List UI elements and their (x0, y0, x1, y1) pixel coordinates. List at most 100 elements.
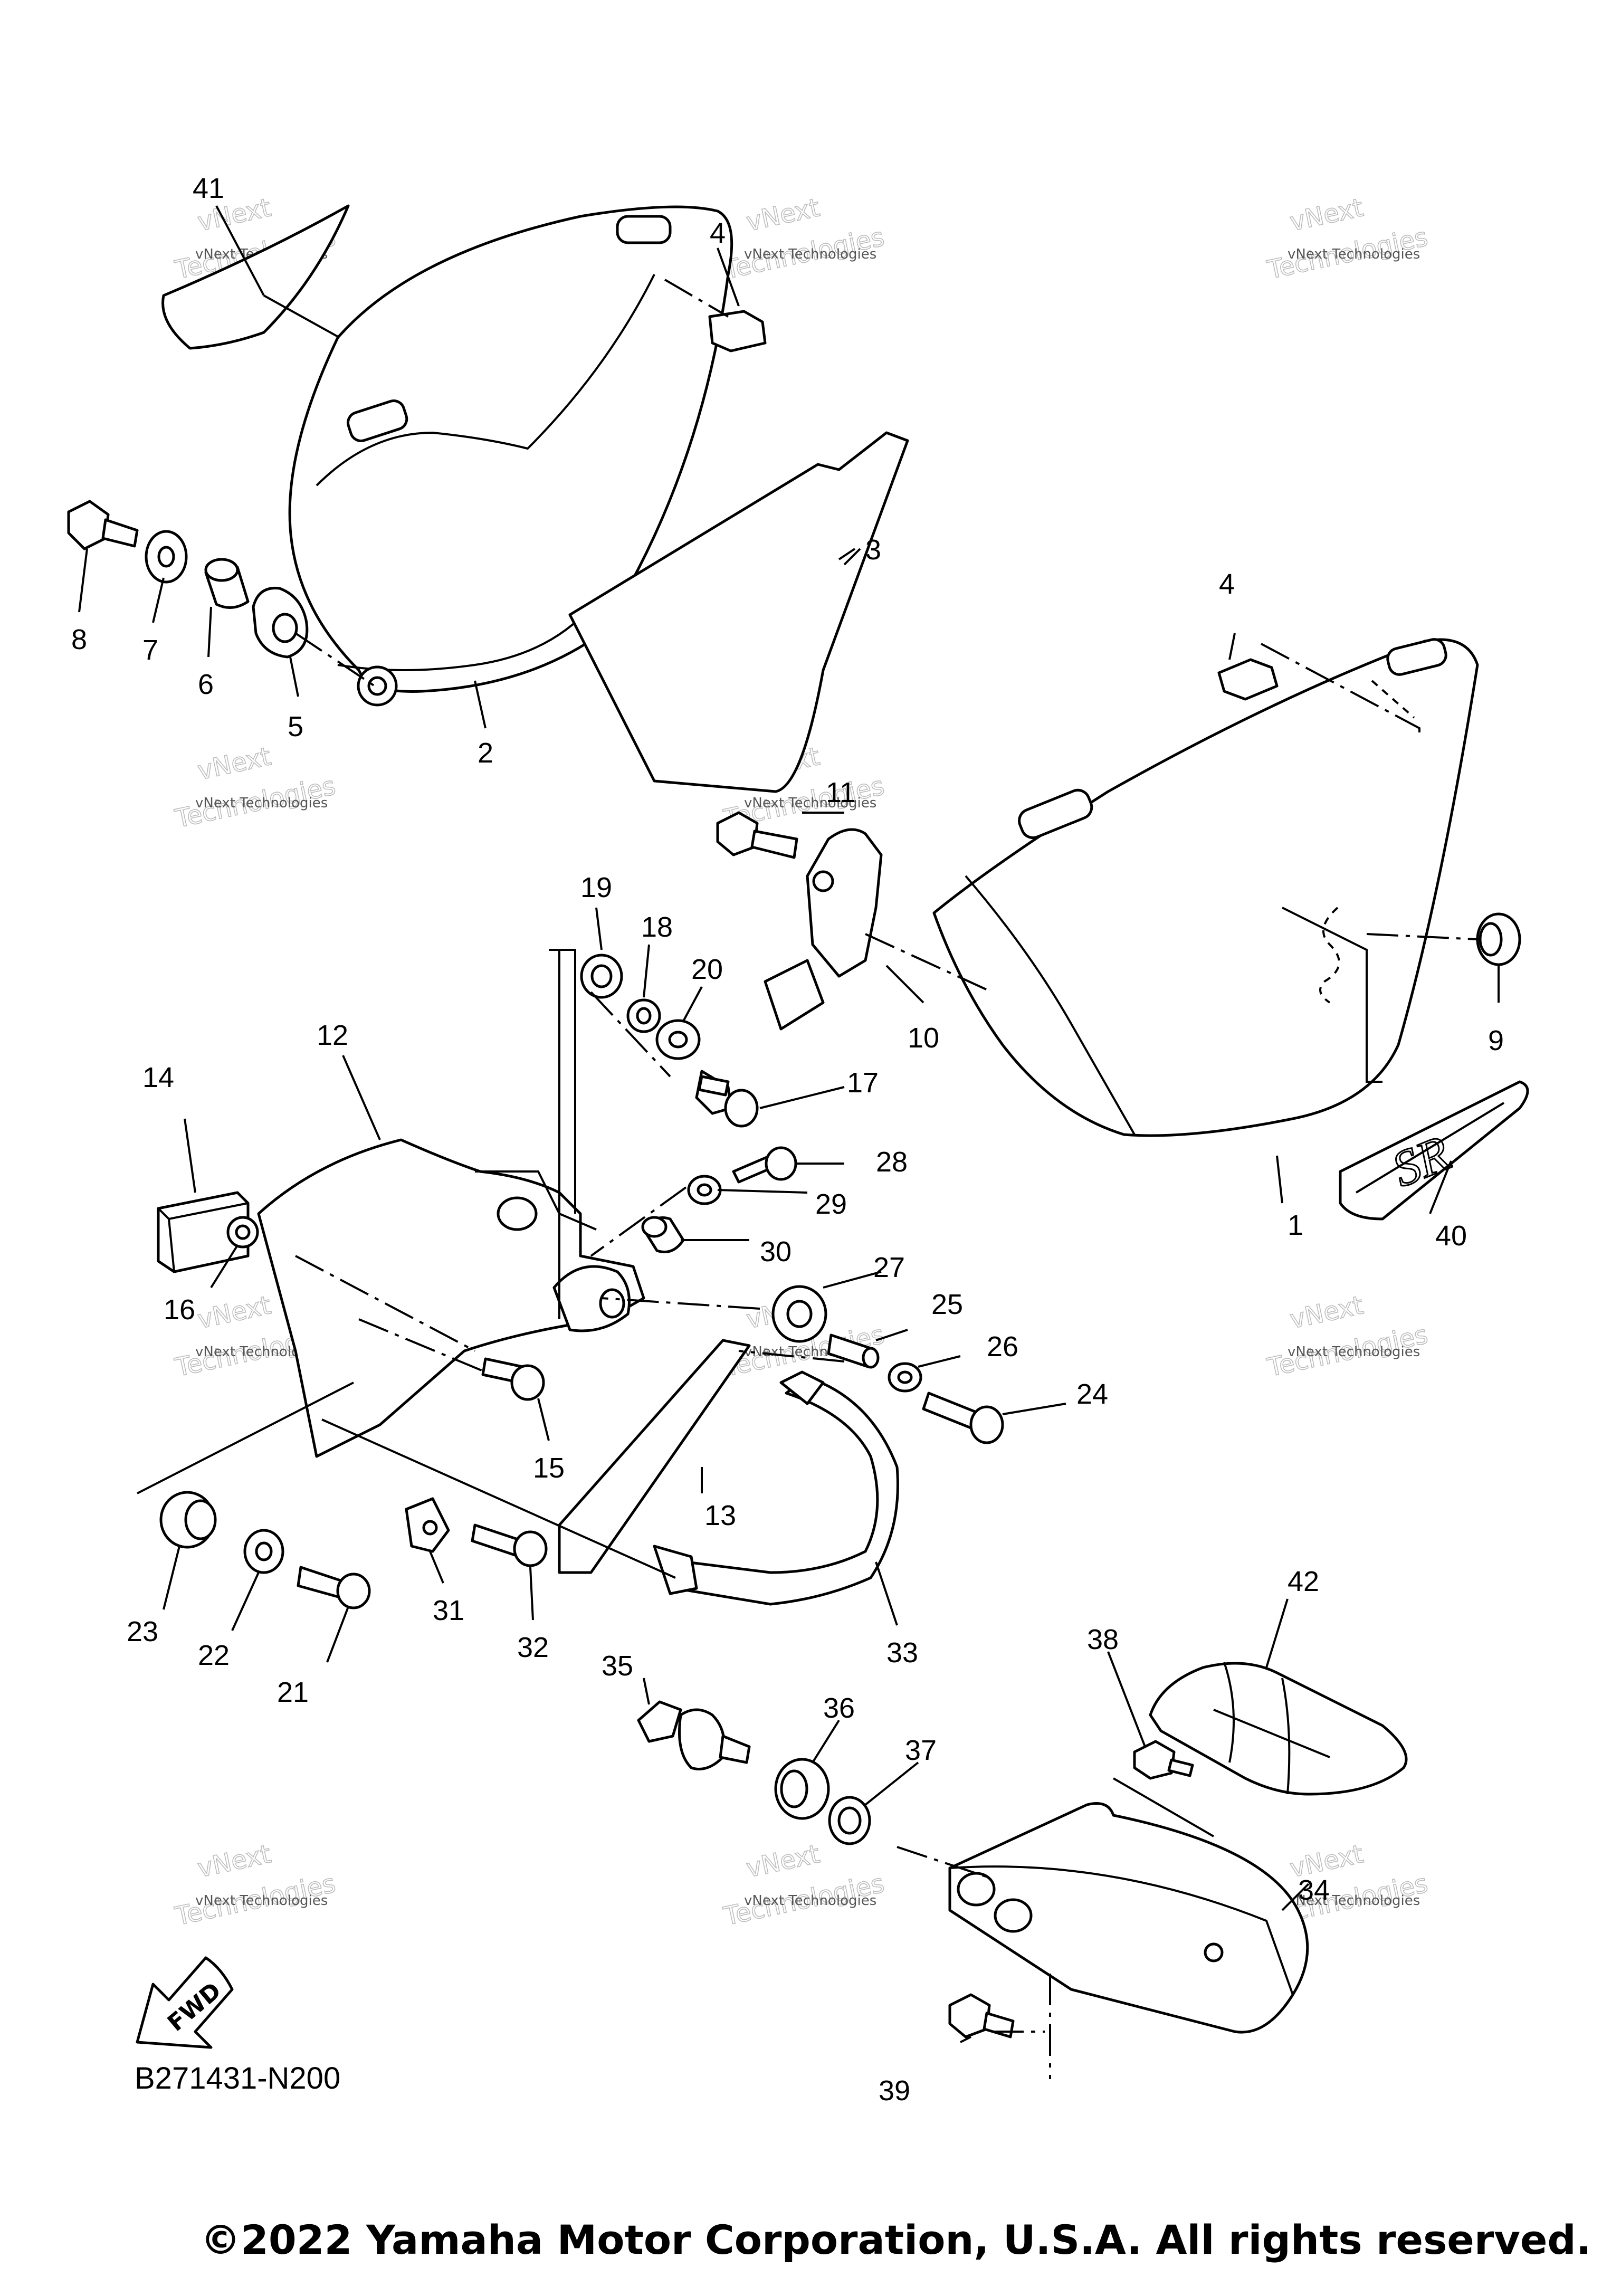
part-33-band[interactable] (653, 1370, 899, 1606)
part-22-washer[interactable] (243, 1529, 284, 1574)
svg-text:vNext Technologies: vNext Technologies (744, 246, 876, 262)
part-29-washer[interactable] (687, 1175, 722, 1205)
callout-37: 37 (905, 1735, 937, 1766)
callout-15: 15 (533, 1452, 565, 1484)
callout-42: 42 (1288, 1566, 1319, 1597)
callout-17: 17 (847, 1067, 879, 1099)
callout-33: 33 (886, 1637, 918, 1669)
watermark: vNext Technologies vNext Technologies (721, 193, 888, 285)
callout-28: 28 (876, 1146, 908, 1178)
callout-31: 31 (433, 1595, 464, 1626)
callout-40: 40 (1435, 1220, 1467, 1252)
callout-10: 10 (908, 1022, 939, 1054)
callout-30: 30 (760, 1236, 792, 1268)
part-1-side-cover-right[interactable] (932, 637, 1479, 1137)
callout-24: 24 (1076, 1378, 1108, 1410)
callout-27: 27 (873, 1252, 905, 1283)
leader-grommet-to-cover (294, 632, 376, 687)
callout-2: 2 (478, 737, 493, 769)
part-28-bolt[interactable] (732, 1146, 797, 1184)
callout-3: 3 (865, 534, 881, 566)
part-40-emblem[interactable]: SR (1339, 1080, 1529, 1221)
fwd-arrow-icon: FWD (136, 1956, 234, 2049)
callout-36: 36 (823, 1692, 855, 1724)
leader-lock (865, 933, 993, 993)
callout-20: 20 (691, 954, 723, 985)
part-2-side-cover-left[interactable] (288, 205, 733, 707)
callout-13: 13 (704, 1500, 736, 1531)
part-11-bolt[interactable] (716, 811, 798, 859)
part-23-grommet[interactable] (159, 1491, 217, 1549)
figure-code: B271431-N200 (135, 2061, 341, 2095)
part-37-washer[interactable] (828, 1796, 871, 1845)
part-35-lamp-socket[interactable] (637, 1700, 751, 1770)
callout-41: 41 (193, 173, 224, 204)
part-21-bolt[interactable] (297, 1566, 371, 1609)
part-16-grommet[interactable] (226, 1216, 259, 1249)
callout-18: 18 (641, 911, 673, 943)
part-26-washer[interactable] (888, 1362, 922, 1393)
svg-text:vNext: vNext (195, 1839, 274, 1883)
part-9-grommet[interactable] (1476, 912, 1521, 966)
svg-text:vNext Technologies: vNext Technologies (195, 795, 328, 811)
part-25-collar[interactable] (827, 1333, 880, 1369)
callout-38: 38 (1087, 1624, 1119, 1655)
copyright-notice: ©2022 Yamaha Motor Corporation, U.S.A. A… (201, 2216, 1591, 2263)
part-3-side-plate[interactable] (568, 431, 909, 793)
watermark: vNext Technologies vNext Technologies (172, 1839, 339, 1932)
callout-4-right: 4 (1219, 568, 1235, 600)
part-36-grommet[interactable] (774, 1758, 830, 1820)
part-7-washer[interactable] (145, 530, 188, 584)
part-34-battery-box[interactable] (948, 1802, 1309, 2034)
watermark: vNext Technologies vNext Technologies (721, 1839, 888, 1932)
part-18-collar[interactable] (626, 998, 661, 1033)
part-8-bolt[interactable] (67, 500, 139, 550)
callout-39: 39 (879, 2075, 910, 2107)
part-42-battery[interactable] (1149, 1662, 1408, 1796)
part-5-grommet[interactable] (252, 586, 309, 659)
part-10-seat-lock[interactable] (764, 828, 883, 1031)
svg-text:vNext Technologies: vNext Technologies (744, 1893, 876, 1909)
callout-5: 5 (288, 711, 303, 742)
callout-23: 23 (127, 1616, 158, 1647)
part-39-bolt[interactable] (948, 1993, 1015, 2038)
watermark: vNext Technologies vNext Technologies (1264, 1290, 1431, 1383)
callout-6: 6 (198, 669, 214, 700)
part-13-plate[interactable] (558, 1339, 751, 1574)
part-19-grommet[interactable] (580, 954, 623, 999)
callout-14: 14 (142, 1062, 174, 1093)
part-31-nut[interactable] (405, 1497, 450, 1553)
part-38-screw[interactable] (1133, 1740, 1194, 1780)
part-6-collar[interactable] (204, 558, 250, 609)
watermark: vNext Technologies vNext Technologies (172, 741, 339, 834)
part-32-bolt[interactable] (471, 1523, 548, 1567)
svg-text:vNext Technologies: vNext Technologies (744, 795, 876, 811)
part-15-bolt[interactable] (481, 1357, 545, 1401)
callout-21: 21 (277, 1676, 309, 1708)
assembly-lines (137, 279, 1478, 2079)
svg-text:vNext: vNext (744, 1839, 823, 1883)
part-4-clip-right[interactable] (1217, 658, 1279, 701)
callout-7: 7 (142, 634, 158, 666)
part-17-bolt[interactable] (695, 1070, 759, 1128)
callout-29: 29 (815, 1188, 847, 1220)
svg-text:vNext: vNext (744, 193, 823, 237)
callout-9: 9 (1488, 1025, 1504, 1056)
part-24-bolt[interactable] (922, 1392, 1004, 1444)
part-12-battery-bracket[interactable] (257, 1138, 645, 1458)
svg-text:vNext Technologies: vNext Technologies (1288, 246, 1420, 262)
callout-32: 32 (517, 1632, 549, 1663)
callout-12: 12 (317, 1020, 348, 1051)
part-4-clip-upper[interactable] (708, 310, 767, 353)
part-20-washer[interactable] (655, 1019, 701, 1060)
callout-leaders (78, 205, 1500, 2043)
part-30-collar[interactable] (641, 1216, 685, 1253)
watermark: vNext Technologies vNext Technologies (1264, 193, 1431, 285)
callout-16: 16 (164, 1294, 195, 1326)
svg-text:vNext Technologies: vNext Technologies (195, 1893, 328, 1909)
part-27-grommet[interactable] (771, 1285, 827, 1343)
callout-labels: 41 4 3 4 8 7 6 5 2 11 9 10 1 40 12 14 19… (71, 173, 1504, 2107)
part-14-damper[interactable] (157, 1191, 250, 1273)
callout-25: 25 (931, 1289, 963, 1320)
